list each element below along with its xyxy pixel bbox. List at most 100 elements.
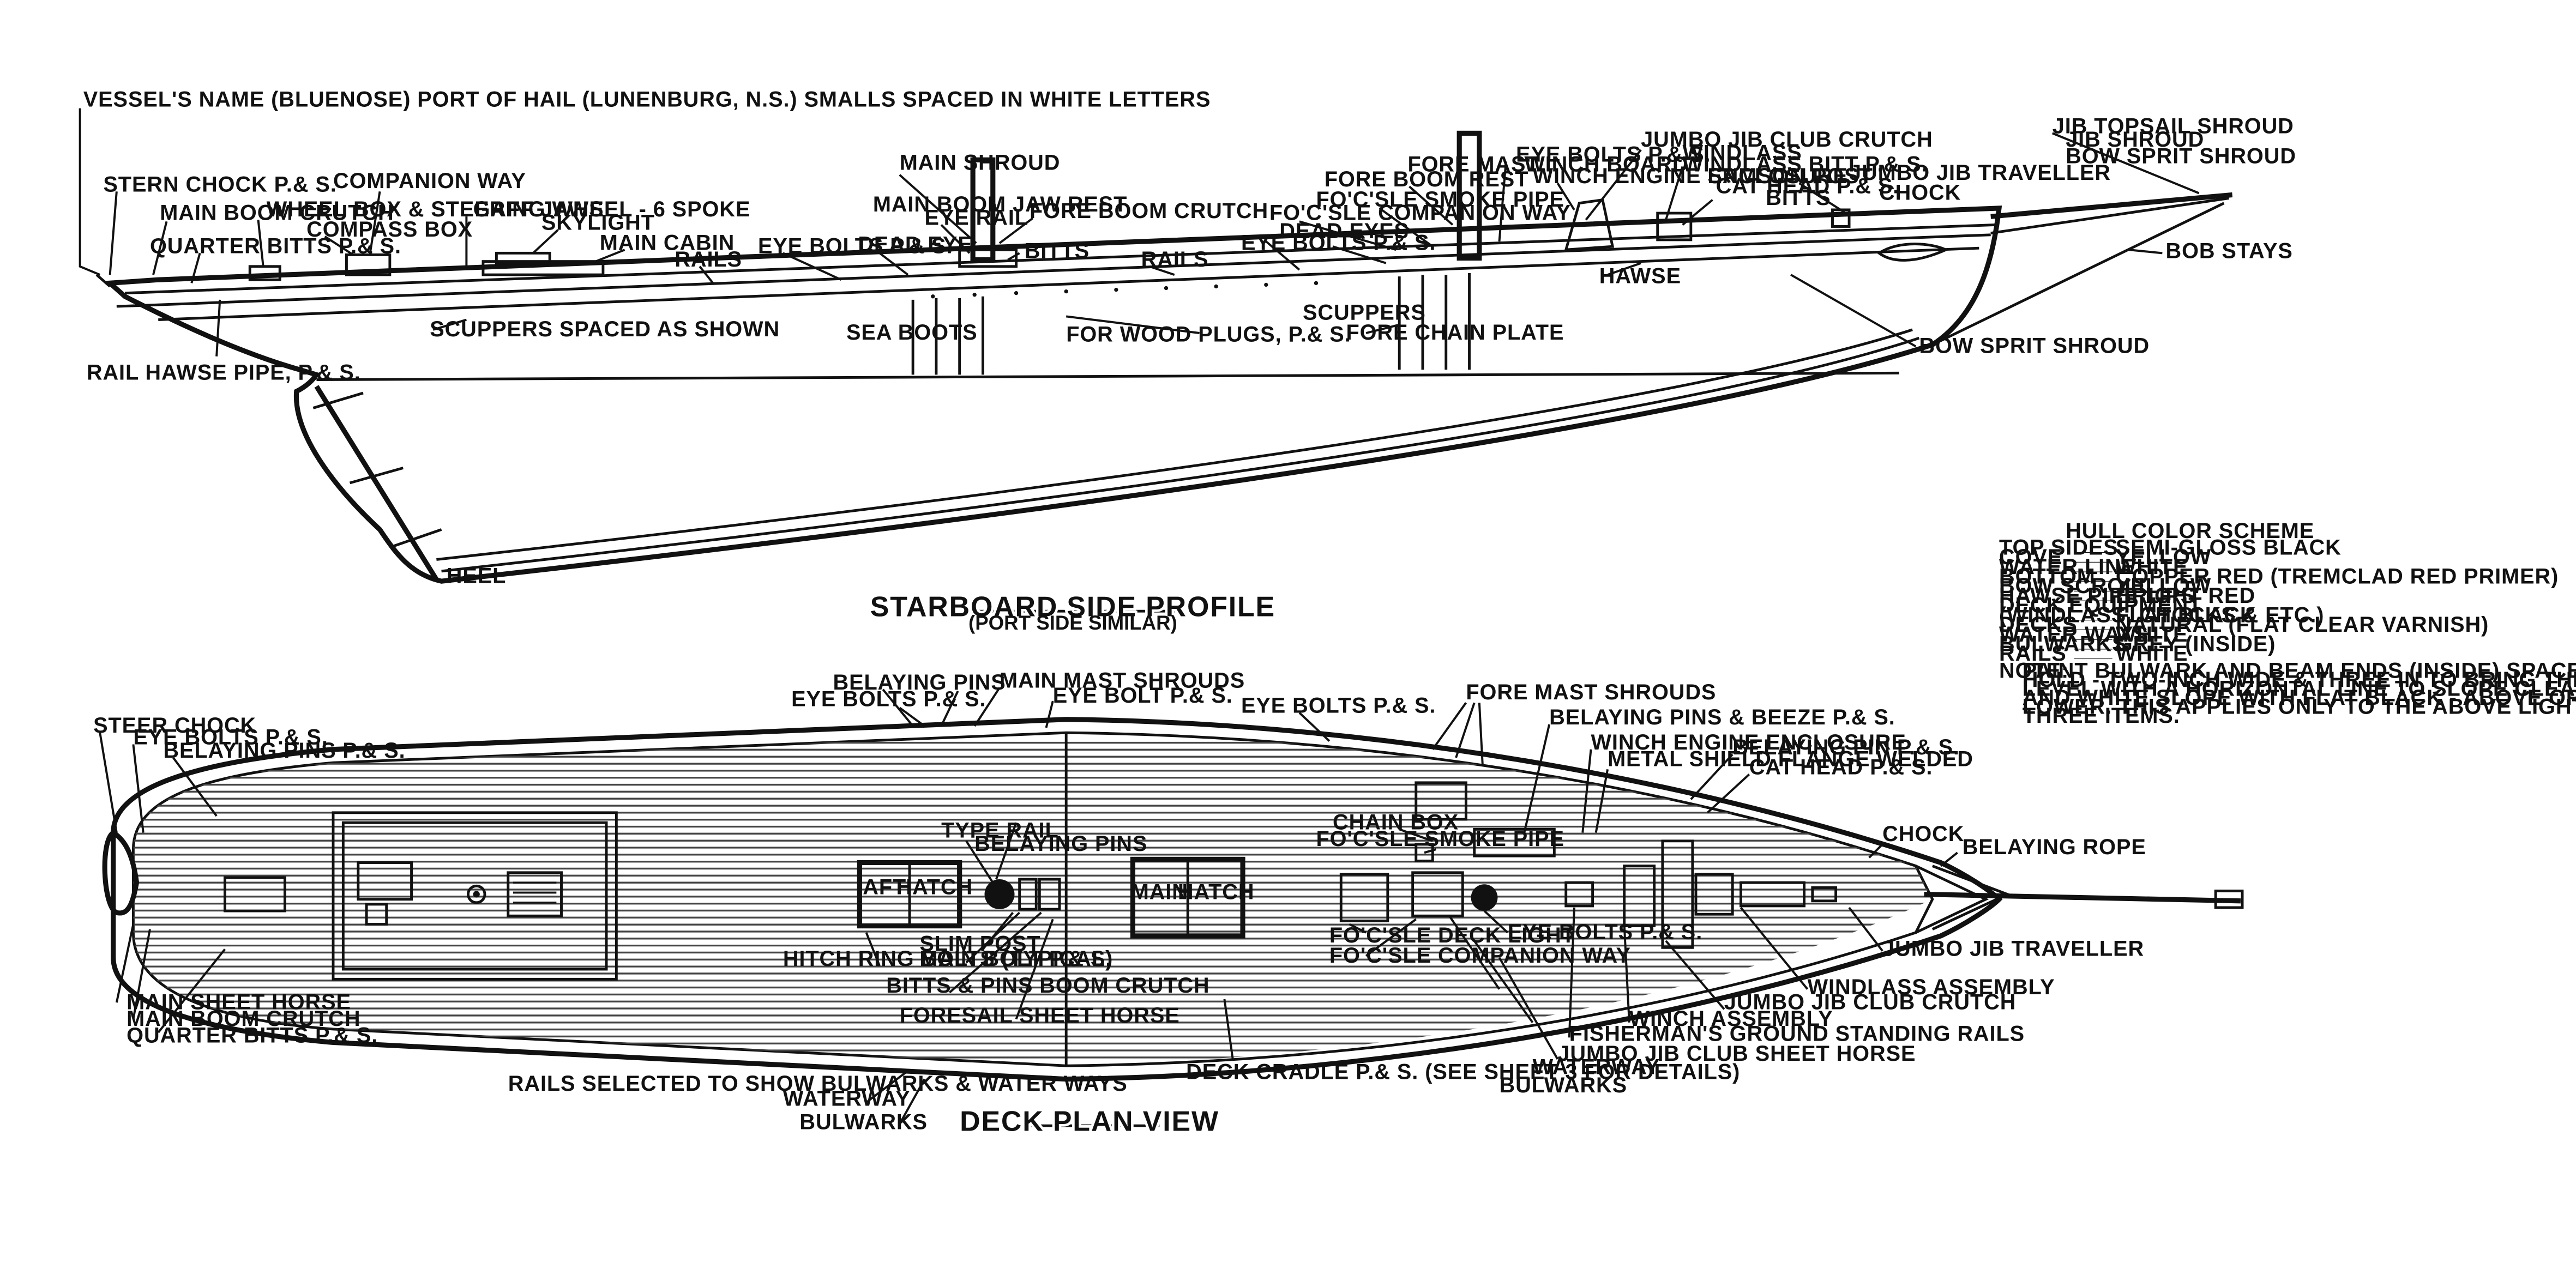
lbl-waterway: WATERWAY [783, 1087, 911, 1111]
lbl-compass-box: COMPASS BOX [306, 217, 473, 241]
sheer-line [125, 223, 1996, 295]
lbl-jumbo-jib-traveller: JUMBO JIB TRAVELLER [1882, 937, 2144, 961]
lbl-main-shroud: MAIN SHROUD [900, 151, 1061, 175]
lbl-eye-bolts-aft: EYE BOLTS P.& S. [133, 726, 328, 750]
main-hatch-label-2: HATCH [1178, 880, 1255, 904]
profile-labels: VESSEL'S NAME (BLUENOSE) PORT OF HAIL (L… [83, 88, 2296, 634]
lbl-bow-sprit-shroud: BOW SPRIT SHROUD [1919, 334, 2150, 358]
lbl-fo-c-sle-companion: FO'C'SLE COMPANION WAY [1329, 944, 1631, 968]
companion-way [345, 253, 392, 276]
lbl-samson-post: SAMSON POST [1707, 164, 1873, 188]
color-row-color: COPPER RED (TREMCLAD RED PRIMER) [2116, 564, 2559, 588]
main-mast-plan [984, 879, 1015, 910]
lbl-jib-shroud: JIB SHROUD [2066, 128, 2204, 152]
lbl-main-boom-jaw: MAIN BOOM JAW REST [873, 192, 1127, 216]
color-row-color: WHITE [2116, 623, 2188, 646]
companion-plan [357, 861, 413, 901]
color-row-color: YELLOW [2116, 545, 2211, 569]
lbl-rails-note: RAILS SELECTED TO SHOW BULWARKS & WATER … [508, 1072, 1128, 1096]
lbl-cat-head: CAT HEAD P.& S. [1716, 174, 1900, 198]
bowsprit-plan [1924, 891, 2241, 904]
wheel-box [248, 265, 281, 281]
lbl-cat-head: CAT HEAD P.& S. [1749, 756, 1933, 779]
lbl-slim-post: SLIM POST [919, 932, 1040, 956]
lbl-eye-rail: EYE RAIL [925, 206, 1028, 229]
color-scheme-title: HULL COLOR SCHEME [2066, 519, 2314, 543]
color-row-color: WHITE [2116, 555, 2188, 579]
smoke-pipe-plan [1415, 843, 1434, 862]
profile-leaders [79, 108, 2200, 356]
lbl-jumbo-jib-traveller: JUMBO JIB TRAVELLER [1849, 161, 2111, 185]
profile-title: STARBOARD SIDE PROFILE [870, 591, 1275, 623]
lbl-main-boom-crutch: MAIN BOOM CRUTCH [160, 201, 394, 225]
lbl-bow-sprit-shroud-top: BOW SPRIT SHROUD [2066, 144, 2296, 168]
lbl-winch-board: WINCH BOARD [1524, 153, 1688, 177]
lbl-eye-bolts-plan: EYE BOLTS P.& S. [1508, 920, 1702, 944]
skylight-plan [507, 871, 563, 917]
side-profile [95, 130, 2233, 584]
color-row-color: FLAT BLACK [2116, 603, 2256, 627]
lbl-belaying-pins-top: BELAYING PINS [833, 670, 1006, 694]
color-row-part: WATER LINE [1999, 555, 2136, 579]
color-row-part: RAILS [1999, 642, 2067, 666]
skylight [495, 251, 551, 265]
lbl-fore-boom-crutch: FORE BOOM CRUTCH [1030, 199, 1268, 223]
color-row-part: BOW SCROLL [1999, 574, 2152, 598]
lbl-quarter-bitts: QUARTER BITTS P.& S. [150, 234, 401, 258]
aft-hatch-label-1: AFT [863, 875, 906, 899]
color-row-color: GREY (INSIDE) [2116, 632, 2276, 656]
lbl-belaying-pins-aft: BELAYING PINS P.& S. [163, 739, 405, 763]
main-boom-post [467, 884, 486, 904]
lbl-jumbo-jib-sheet: JUMBO JIB CLUB SHEET HORSE [1557, 1042, 1916, 1066]
rail-line [116, 233, 1991, 308]
lbl-rails-mid: RAILS [1141, 247, 1209, 271]
scupper-dots [931, 281, 1319, 299]
lbl-bob-stays: BOB STAYS [2166, 239, 2293, 263]
lbl-eye-bolts-top: EYE BOLTS P.& S. [1516, 142, 1711, 166]
lbl-hawse: HAWSE [1599, 264, 1681, 288]
color-row-color: SEMI-GLOSS BLACK [2116, 535, 2342, 559]
color-row-color: NATURAL (FLAT CLEAR VARNISH) [2116, 613, 2489, 637]
deck-title: DECK PLAN VIEW [960, 1105, 1219, 1137]
lbl-bulwarks: BULWARKS [799, 1110, 928, 1134]
lbl-windlass: WINDLASS [1683, 141, 1802, 165]
bowsprit [1990, 192, 2233, 219]
fo-c-sle-light [1339, 873, 1389, 922]
lbl-main-sheet-horse: MAIN SHEET HORSE [127, 990, 351, 1014]
lbl-main-mast-shrouds: MAIN MAST SHROUDS [1000, 669, 1245, 693]
lbl-quarter-bitts-plan: QUARTER BITTS P.& S. [127, 1023, 378, 1047]
lbl-eye-bolt: EYE BOLT P.& S. [1053, 684, 1233, 708]
lbl-belaying-pins-fwd: BELAYING PINS & BEEZE P.& S. [1549, 705, 1895, 729]
lbl-main-cabin: MAIN CABIN [600, 231, 735, 255]
rudder-pintle [393, 528, 442, 548]
windlass-plan [1564, 881, 1594, 908]
winch-box [1473, 827, 1556, 857]
cove-stripe [158, 246, 1979, 322]
lbl-foresail-horse: FORESAIL SHEET HORSE [900, 1004, 1180, 1028]
color-row-color: YELLOW [2116, 574, 2211, 598]
lbl-type-rail: TYPE RAIL [941, 819, 1059, 843]
lbl-bitts-pins: BITTS & PINS BOOM CRUTCH [886, 974, 1209, 998]
color-row-part: (WINDLASS, CHOCKS & ETC.) [1999, 603, 2324, 627]
color-scheme-note-label: NOTE: [1999, 658, 2069, 682]
stern-transom [102, 830, 140, 916]
lbl-eye-bolts-top: EYE BOLTS P.& S. [791, 687, 986, 711]
lbl-gaff-jaws: GAFF JAWS [473, 197, 604, 221]
lbl-winch-assembly: WINCH ASSEMBLY [1629, 1007, 1833, 1031]
color-row-part: BULWARKS [1999, 632, 2127, 656]
lbl-steer-chock: STEER CHOCK [93, 714, 256, 738]
lbl-scuppers-wide: SCUPPERS SPACED AS SHOWN [430, 317, 780, 341]
keel-line-2 [436, 328, 1913, 561]
lbl-wheel-box: WHEEL BOX & STEERING WHEEL - 6 SPOKE [267, 197, 750, 221]
lbl-eye-bolts: EYE BOLTS P.& S. [758, 234, 953, 258]
lbl-main-boom-crutch-plan: MAIN BOOM CRUTCH [127, 1007, 360, 1031]
hull-outline [104, 206, 2002, 584]
fo-c-sle-companion [1411, 871, 1464, 917]
windlass [1656, 212, 1693, 241]
lbl-companion-way: COMPANION WAY [333, 169, 526, 193]
lbl-sea-boots: SEA BOOTS [846, 321, 978, 345]
lbl-chock: CHOCK [1879, 181, 1961, 205]
